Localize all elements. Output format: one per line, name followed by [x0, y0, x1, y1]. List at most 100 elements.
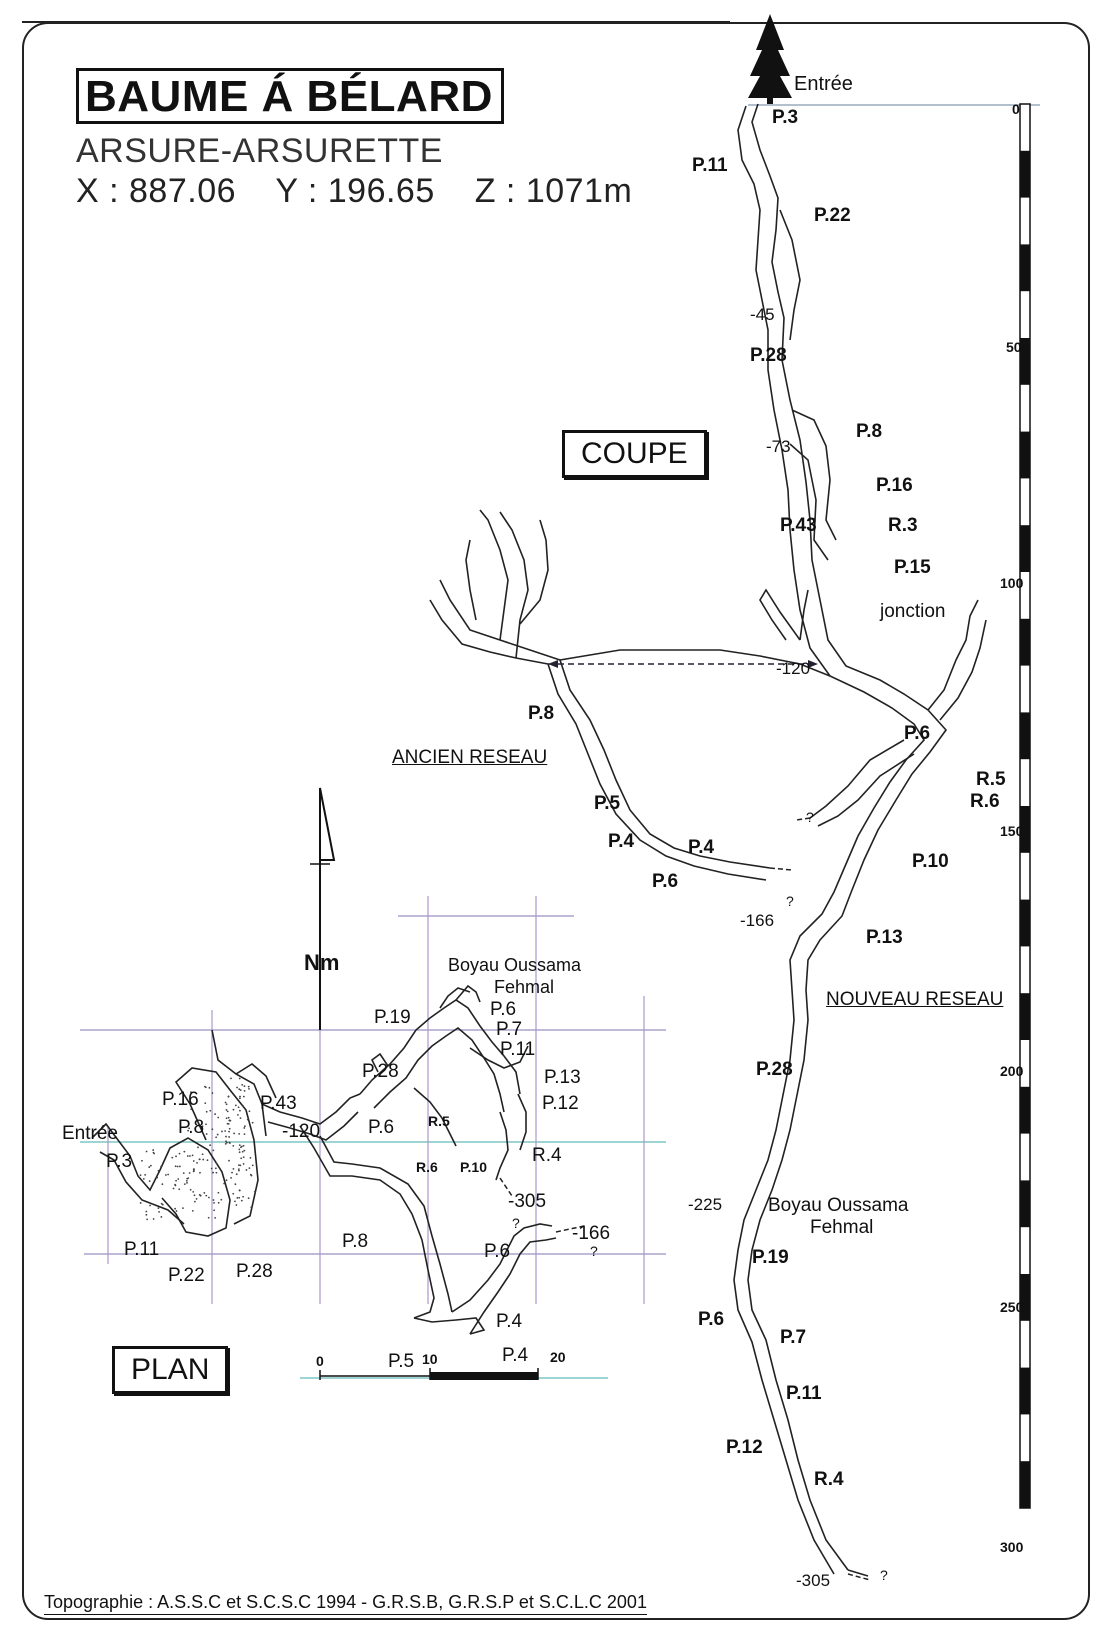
plan-unexplored: [499, 1177, 585, 1233]
stipple-dot: [234, 1104, 237, 1107]
stipple-dot: [237, 1113, 239, 1116]
coupe-depth-225: -225: [688, 1195, 723, 1214]
stipple-dot: [239, 1164, 242, 1167]
stipple-dot: [174, 1165, 177, 1168]
stipple-dot: [225, 1141, 228, 1144]
stipple-dot: [230, 1077, 232, 1080]
stipple-dot: [251, 1164, 254, 1167]
stipple-dot: [246, 1118, 249, 1121]
stipple-dot: [208, 1196, 210, 1199]
plan-boyau-2: Fehmal: [494, 977, 555, 997]
stipple-dot: [188, 1127, 191, 1130]
plan-p4a: P.4: [496, 1311, 523, 1332]
stipple-dot: [160, 1165, 163, 1168]
stipple-dot: [141, 1159, 143, 1162]
stipple-dot: [248, 1110, 251, 1113]
coupe-depth-73: -73: [766, 437, 791, 456]
depth-scale-segment: [1020, 431, 1030, 479]
stipple-dot: [239, 1117, 242, 1120]
coupe-boyau-1: Boyau Oussama: [768, 1195, 909, 1216]
coupe-r3: R.3: [888, 515, 918, 536]
stipple-dot: [146, 1218, 149, 1221]
stipple-dot: [210, 1167, 213, 1170]
stipple-dot: [205, 1133, 208, 1135]
stipple-dot: [212, 1149, 215, 1152]
stipple-dot: [189, 1188, 192, 1191]
plan-p43: P.43: [260, 1093, 297, 1114]
stipple-dot: [238, 1088, 241, 1091]
plan-r5: R.5: [428, 1113, 450, 1129]
stipple-dot: [209, 1144, 212, 1147]
stipple-dot: [191, 1154, 194, 1157]
coupe-p6a: P.6: [904, 723, 931, 744]
stipple-dot: [202, 1158, 205, 1161]
stipple-dot: [207, 1216, 210, 1219]
depth-tick-300: 300: [1000, 1539, 1024, 1555]
arrow-left-icon: [548, 660, 558, 668]
stipple-dot: [145, 1210, 148, 1213]
plan-p28b: P.28: [362, 1061, 399, 1082]
plan-p7: P.7: [496, 1019, 523, 1040]
stipple-dot: [183, 1183, 186, 1186]
stipple-dot: [197, 1146, 199, 1149]
stipple-dot: [247, 1085, 250, 1088]
stipple-dot: [239, 1109, 241, 1112]
stipple-dot: [237, 1106, 240, 1109]
stipple-dot: [213, 1201, 215, 1204]
plan-p19: P.19: [374, 1007, 411, 1028]
ancien-reseau-label: ANCIEN RESEAU: [392, 747, 548, 768]
stipple-dot: [243, 1085, 246, 1088]
depth-scale-segment: [1020, 150, 1030, 198]
stipple-dot: [217, 1116, 220, 1119]
stipple-dot: [225, 1103, 228, 1106]
stipple-dot: [221, 1130, 223, 1133]
stipple-dot: [186, 1155, 189, 1157]
stipple-dot: [171, 1156, 174, 1159]
stipple-dot: [224, 1101, 227, 1104]
stipple-dot: [238, 1164, 240, 1167]
stipple-dot: [186, 1181, 188, 1184]
stipple-dot: [174, 1207, 177, 1210]
stipple-dot: [160, 1216, 163, 1218]
plan-p13: P.13: [544, 1067, 581, 1088]
coupe-p11b: P.11: [786, 1383, 822, 1404]
stipple-dot: [201, 1153, 204, 1156]
stipple-dot: [193, 1194, 196, 1197]
plan-r6: R.6: [416, 1159, 438, 1175]
stipple-dot: [178, 1152, 181, 1155]
stipple-dot: [231, 1171, 233, 1174]
coupe-p6b: P.6: [652, 871, 679, 892]
stipple-dot: [204, 1086, 207, 1089]
stipple-dot: [203, 1192, 206, 1194]
tree-icon: [748, 14, 792, 104]
stipple-dot: [250, 1206, 253, 1209]
stipple-dot: [211, 1092, 214, 1094]
stipple-dot: [182, 1172, 185, 1175]
stipple-dot: [178, 1188, 181, 1191]
stipple-dot: [196, 1162, 198, 1164]
depth-scale-segment: [1020, 525, 1030, 572]
stipple-dot: [242, 1163, 245, 1165]
stipple-dot: [192, 1190, 195, 1193]
coupe-r5: R.5: [976, 769, 1006, 790]
plan-p22: P.22: [168, 1265, 205, 1286]
coupe-p22: P.22: [814, 205, 851, 226]
depth-tick-250: 250: [1000, 1299, 1024, 1315]
stipple-dot: [213, 1209, 216, 1212]
stipple-dot: [198, 1158, 201, 1161]
plan-p28: P.28: [236, 1261, 273, 1282]
plan-depth-166: -166: [572, 1223, 611, 1244]
depth-tick-0: 0: [1012, 101, 1020, 117]
coupe-p12: P.12: [726, 1437, 763, 1458]
depth-tick-50: 50: [1006, 339, 1022, 355]
stipple-dot: [234, 1200, 236, 1203]
stipple-dot: [209, 1109, 212, 1112]
stipple-dot: [227, 1122, 230, 1125]
plan-scale-0: 0: [316, 1353, 324, 1369]
stipple-dot: [182, 1207, 184, 1210]
depth-scale-segment: [1020, 1274, 1030, 1321]
stipple-dot: [248, 1087, 250, 1090]
coord-y: Y : 196.65: [275, 172, 435, 210]
stipple-dot: [238, 1097, 241, 1100]
stipple-dot: [228, 1127, 231, 1130]
